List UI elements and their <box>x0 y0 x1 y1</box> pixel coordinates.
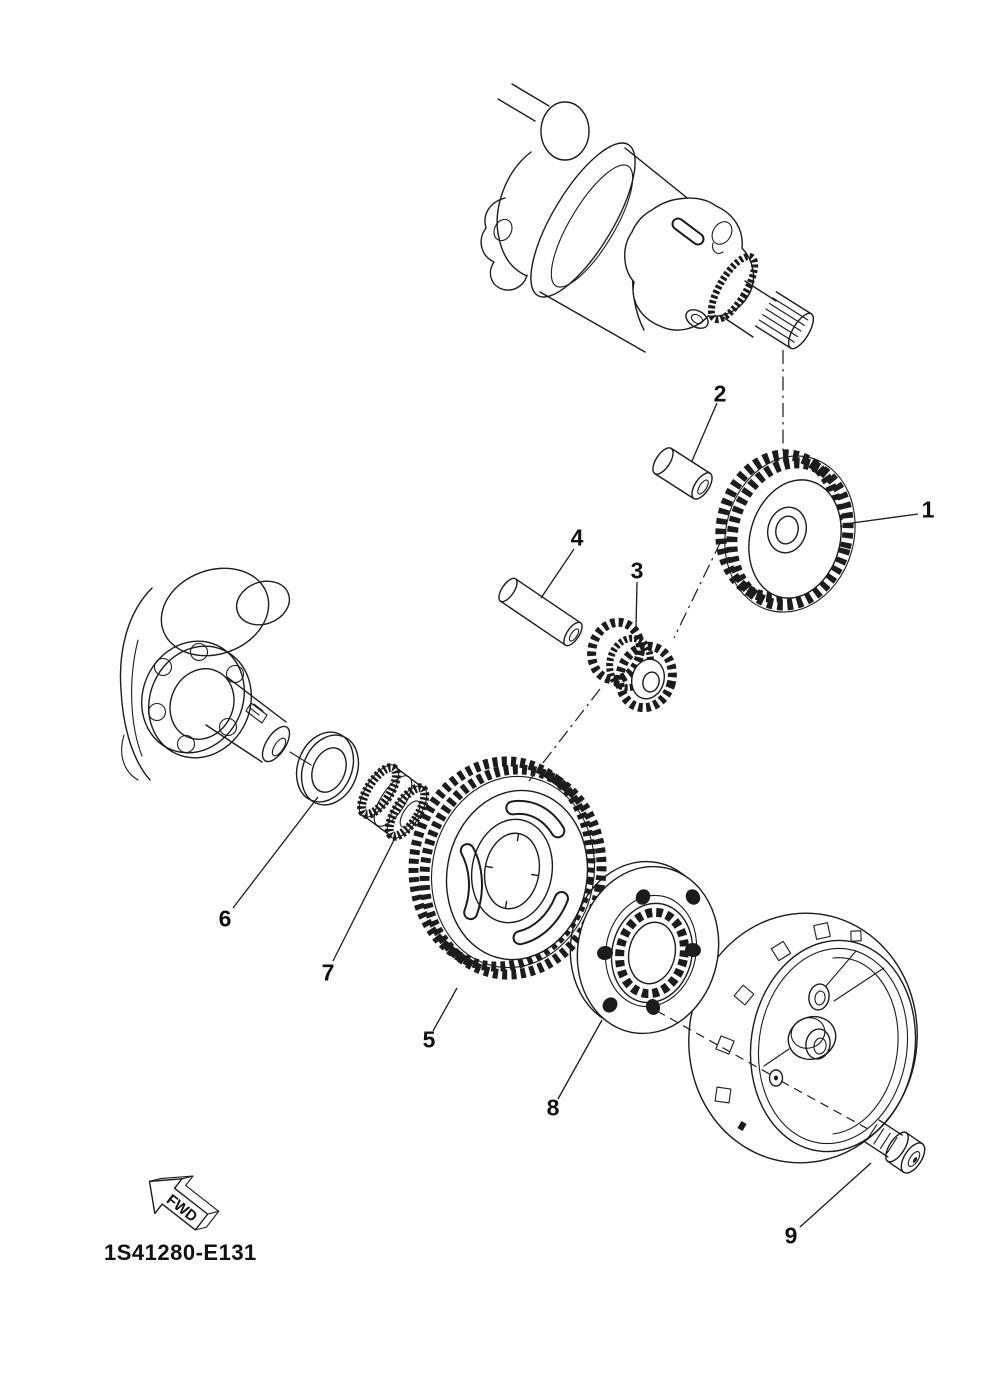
leader-4 <box>540 548 575 599</box>
callout-1[interactable]: 1 <box>921 496 935 523</box>
diagram-code: 1S41280-E131 <box>104 1240 257 1265</box>
starter-motor <box>480 83 815 353</box>
callout-9[interactable]: 9 <box>784 1222 798 1249</box>
callout-6[interactable]: 6 <box>218 905 232 932</box>
bolt-9 <box>864 1119 926 1174</box>
bolt-alignment-line-left <box>656 1010 774 1077</box>
collar-2 <box>652 447 713 500</box>
leader-7 <box>332 837 396 962</box>
callout-3[interactable]: 3 <box>630 557 644 584</box>
leader-1 <box>851 513 919 524</box>
leader-lines <box>232 402 919 1228</box>
centerline-gear-axis-upper <box>673 540 722 639</box>
washer-6 <box>295 731 360 806</box>
centerline-gear-axis-lower <box>528 688 601 782</box>
callout-8[interactable]: 8 <box>546 1094 560 1121</box>
callout-5[interactable]: 5 <box>422 1026 436 1053</box>
leader-6 <box>232 796 319 909</box>
one-way-clutch-8 <box>569 860 720 1035</box>
callout-7[interactable]: 7 <box>321 959 335 986</box>
leader-5 <box>432 987 458 1032</box>
callout-4[interactable]: 4 <box>570 524 584 551</box>
leader-9 <box>799 1162 872 1228</box>
needle-bearing-7 <box>357 763 430 841</box>
clutch-gear-5 <box>408 756 607 980</box>
leader-3 <box>635 581 638 630</box>
rotor <box>688 912 918 1164</box>
callout-2[interactable]: 2 <box>713 380 727 407</box>
fwd-arrow: FWD <box>148 1175 220 1231</box>
leader-2 <box>691 402 718 462</box>
pinion-gear-3 <box>587 617 677 713</box>
bolt-alignment-line-right <box>780 1080 869 1130</box>
idler-gear-1 <box>715 449 856 613</box>
leader-8 <box>557 1019 603 1100</box>
crankshaft <box>119 567 312 781</box>
pin-4 <box>498 577 583 647</box>
